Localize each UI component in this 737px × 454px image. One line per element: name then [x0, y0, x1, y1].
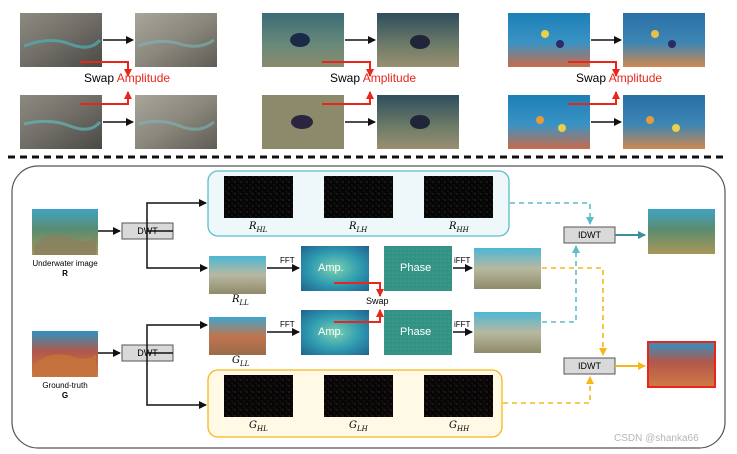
label-g-hh: GHH [449, 420, 470, 433]
groundtruth-caption: Ground-truth [42, 381, 88, 390]
swap-amplitude-label-1: Swap Amplitude [84, 72, 170, 84]
r-hh-image [424, 176, 493, 218]
g-ll-image [209, 317, 266, 355]
example-reef [508, 13, 705, 149]
phase-label-r: Phase [400, 262, 432, 274]
swap-label: Swap [366, 296, 389, 306]
reef-output-bottom [623, 95, 705, 149]
pipeline-panel [11, 165, 726, 449]
amp-label-g: Amp. [318, 326, 344, 338]
label-g-lh: GLH [349, 420, 368, 433]
enhanced-output-bottom [647, 341, 716, 388]
idwt-label-top: IDWT [578, 230, 601, 240]
g-phase-spectrum [384, 310, 452, 355]
rock-output-top [135, 13, 217, 67]
reef-input-top [508, 13, 590, 67]
label-g-hl: GHL [249, 420, 268, 433]
r-phase-spectrum [384, 246, 452, 291]
amplitude-word: Amplitude [608, 71, 663, 85]
example-seabed [262, 13, 459, 149]
amp-label-r: Amp. [318, 262, 344, 274]
swap-amplitude-label-3: Swap Amplitude [576, 72, 662, 84]
reef-output-top [623, 13, 705, 67]
label-r-lh: RLH [349, 221, 368, 234]
groundtruth-symbol: G [61, 391, 69, 400]
g-lh-image [324, 375, 393, 417]
amplitude-word: Amplitude [116, 71, 171, 85]
example-rock [20, 13, 217, 149]
watermark: CSDN @shanka66 [614, 433, 699, 444]
r-hl-image [224, 176, 293, 218]
r-lh-image [324, 176, 393, 218]
label-r-hl: RHL [249, 221, 268, 234]
r-ll-image [209, 256, 266, 294]
ifft-label-g: iFFT [454, 320, 471, 329]
amplitude-word: Amplitude [362, 71, 417, 85]
swap-word: Swap [84, 71, 115, 85]
underwater-symbol: R [62, 269, 68, 278]
fft-label-r: FFT [280, 256, 295, 265]
underwater-caption: Underwater image [32, 259, 98, 268]
swap-word: Swap [576, 71, 607, 85]
g-hl-image [224, 375, 293, 417]
label-g-ll: GLL [232, 355, 250, 368]
phase-label-g: Phase [400, 326, 432, 338]
g-hh-image [424, 375, 493, 417]
swap-amplitude-label-2: Swap Amplitude [330, 72, 416, 84]
fft-label-g: FFT [280, 320, 295, 329]
label-r-hh: RHH [449, 221, 469, 234]
label-r-ll: RLL [232, 294, 249, 307]
swap-word: Swap [330, 71, 361, 85]
r-ifft-output [474, 248, 541, 289]
ifft-label-r: iFFT [454, 256, 471, 265]
idwt-label-bottom: IDWT [578, 361, 601, 371]
enhanced-output-top [648, 209, 715, 254]
dwt-label-g: DWT [137, 348, 158, 358]
g-ifft-output [474, 312, 541, 353]
dwt-label-r: DWT [137, 226, 158, 236]
g-amp-spectrum [301, 310, 369, 355]
